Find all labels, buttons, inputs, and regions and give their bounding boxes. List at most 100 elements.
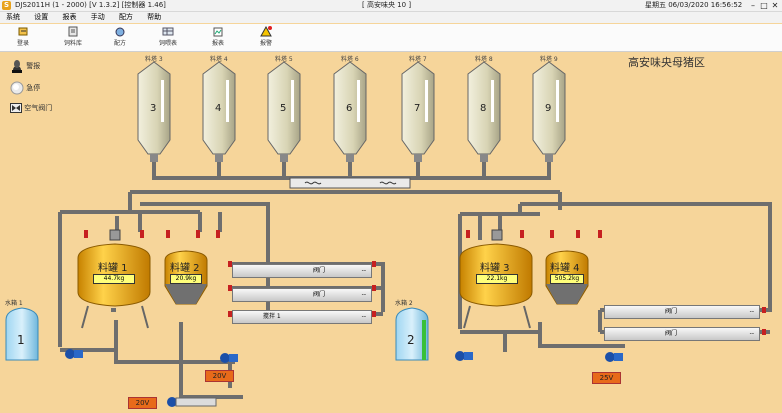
feeding-table-icon <box>162 27 174 36</box>
silo-8[interactable] <box>467 61 501 162</box>
silo-9[interactable] <box>532 61 566 162</box>
toolbar-label: 饲喂表 <box>158 40 177 47</box>
silo-number: 8 <box>480 103 487 114</box>
menu-item[interactable]: 手动 <box>90 13 105 21</box>
feed-library-button[interactable]: 饲料库 <box>55 26 91 49</box>
tank-weight: 44.7kg <box>93 274 135 284</box>
report-button[interactable]: 报表 <box>200 26 236 49</box>
tank-weight: 22.1kg <box>476 274 518 284</box>
valve-state: -- <box>361 267 366 274</box>
datetime: 星期五 06/03/2020 16:56:52 <box>645 1 743 9</box>
menu-item[interactable]: 设置 <box>34 13 49 21</box>
silo-number: 6 <box>346 103 353 114</box>
pump-frequency-display: 20V <box>128 397 157 409</box>
alarm-icon <box>260 26 272 37</box>
water-jug-label: 水箱 2 <box>395 300 413 307</box>
pump-3[interactable] <box>455 351 473 361</box>
feed-library-icon <box>68 26 78 37</box>
valve-label: 阀门 <box>665 330 678 337</box>
recipe-icon <box>115 27 125 37</box>
silos <box>137 61 566 162</box>
water-jug-number: 2 <box>407 333 415 347</box>
legend-alarm: 警报 <box>10 58 40 74</box>
valve-label: 阀门 <box>665 308 678 315</box>
menu-item[interactable]: 配方 <box>118 13 133 21</box>
login-button[interactable]: 登录 <box>5 26 41 49</box>
valve-label: 搅拌 1 <box>263 313 281 320</box>
silo-7[interactable] <box>401 61 435 162</box>
legend-label: 空气阀门 <box>24 104 53 112</box>
silo-number: 3 <box>150 103 157 114</box>
mixer-strip[interactable]: 搅拌 1 -- <box>232 310 372 324</box>
alarm-button[interactable]: 报警 <box>248 26 284 49</box>
menu-bar: 系统 设置 报表 手动 配方 帮助 <box>0 12 782 23</box>
menu-item[interactable]: 帮助 <box>147 13 162 21</box>
title-bar: S DJS2011H (1 - 2000) [V 1.3.2] [控制器 1.4… <box>0 0 782 12</box>
pump-2[interactable] <box>220 353 238 363</box>
valve-markers[interactable] <box>84 230 766 335</box>
toolbar-label: 报表 <box>211 40 224 47</box>
tank-name: 料罐 2 <box>170 263 200 274</box>
toolbar-label: 登录 <box>16 40 29 47</box>
menu-item[interactable]: 报表 <box>62 13 77 21</box>
valve-state: -- <box>749 330 754 337</box>
tank-name: 料罐 3 <box>480 263 510 274</box>
valve-label: 阀门 <box>313 291 326 298</box>
silo-number: 7 <box>414 103 421 114</box>
silo-5[interactable] <box>267 61 301 162</box>
valve-strip[interactable]: 阀门 -- <box>604 327 760 341</box>
legend-air-valve: 空气阀门 <box>10 103 52 113</box>
silo-label: 料塔 3 <box>145 56 163 63</box>
maximize-button[interactable]: □ <box>760 1 768 10</box>
valve-strip[interactable]: 阀门-- <box>232 264 372 278</box>
menu-item[interactable]: 系统 <box>6 13 20 21</box>
manifold-coil <box>304 181 397 185</box>
silo-number: 5 <box>280 103 287 114</box>
pump-5[interactable] <box>167 397 217 407</box>
tank-weight: 505.2kg <box>550 274 584 284</box>
toolbar-label: 配方 <box>113 40 126 47</box>
recipe-button[interactable]: 配方 <box>102 26 138 49</box>
minimize-button[interactable]: – <box>751 1 755 10</box>
valve-state: -- <box>749 308 754 315</box>
toolbar-label: 报警 <box>259 40 272 47</box>
alarm-light-icon <box>12 60 22 73</box>
valve-state: -- <box>361 313 366 320</box>
silo-number: 4 <box>215 103 222 114</box>
app-logo: S <box>2 1 11 10</box>
silo-label: 料塔 6 <box>341 56 359 63</box>
water-jug-1[interactable] <box>5 307 39 361</box>
silo-3[interactable] <box>137 61 171 162</box>
valve-state: -- <box>361 291 366 298</box>
water-jug-number: 1 <box>17 333 25 347</box>
legend-estop: 急停 <box>10 81 40 95</box>
silo-label: 料塔 9 <box>540 56 558 63</box>
air-valve-icon <box>10 103 22 113</box>
silo-label: 料塔 7 <box>409 56 427 63</box>
tank-weight: 20.9kg <box>170 274 202 284</box>
pump-frequency-display: 20V <box>205 370 234 382</box>
legend-label: 急停 <box>26 84 41 92</box>
pump-4[interactable] <box>605 352 623 362</box>
login-icon <box>18 27 28 36</box>
report-icon <box>213 27 223 37</box>
valve-strip[interactable]: 阀门 -- <box>232 288 372 302</box>
silo-6[interactable] <box>333 61 367 162</box>
emergency-stop-icon <box>10 81 24 95</box>
feeding-table-button[interactable]: 饲喂表 <box>150 26 186 49</box>
tank-name: 料罐 4 <box>550 263 580 274</box>
silo-label: 料塔 5 <box>275 56 293 63</box>
silo-4[interactable] <box>202 61 236 162</box>
app-title: DJS2011H (1 - 2000) [V 1.3.2] [控制器 1.46] <box>15 1 166 9</box>
silo-label: 料塔 4 <box>210 56 228 63</box>
water-jug-2[interactable] <box>395 307 429 361</box>
site-title: [ 高安味央 10 ] <box>362 1 412 9</box>
silo-label: 料塔 8 <box>475 56 493 63</box>
manifold <box>289 177 411 189</box>
legend-label: 警报 <box>26 62 41 70</box>
toolbar: 登录 饲料库 配方 饲喂表 报表 报警 高安味央母猪区 <box>0 24 782 69</box>
water-jug-label: 水箱 1 <box>5 300 23 307</box>
valve-strip[interactable]: 阀门 -- <box>604 305 760 319</box>
pump-1[interactable] <box>65 349 83 359</box>
close-button[interactable]: ✕ <box>771 1 779 10</box>
